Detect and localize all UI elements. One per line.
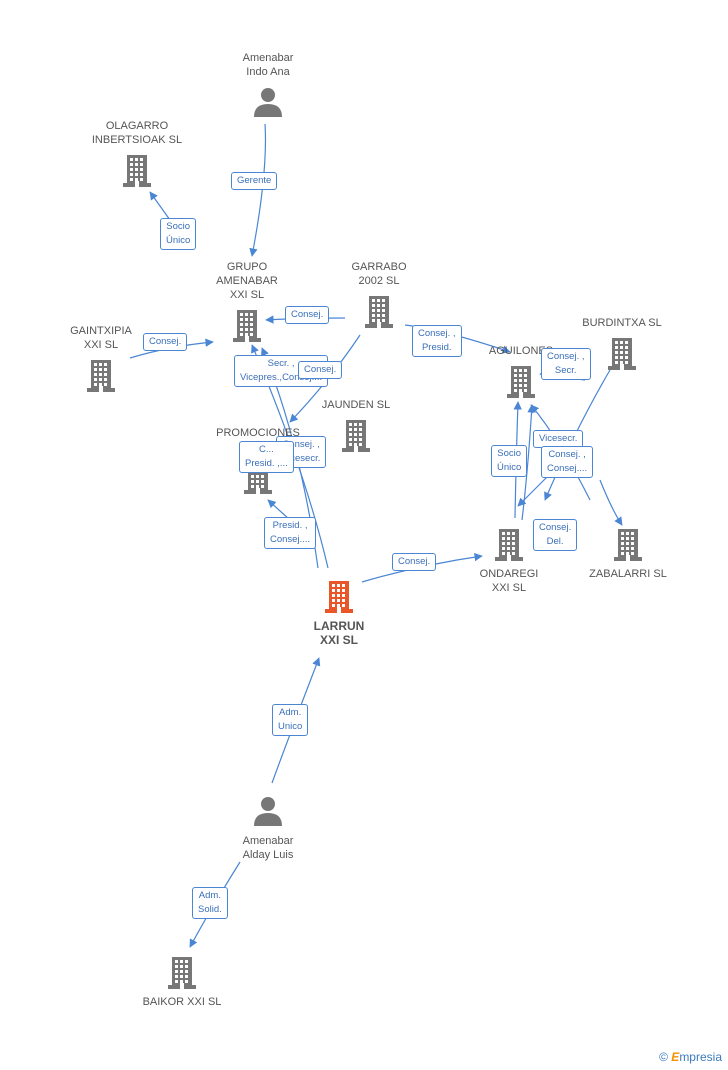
person-icon — [250, 794, 286, 830]
building-icon — [119, 153, 155, 189]
edge-label[interactable]: Presid. , Consej.... — [264, 517, 317, 549]
edge-label[interactable]: Consej. — [143, 333, 188, 351]
brand-watermark: © Empresia — [659, 1050, 722, 1064]
edge-line — [267, 499, 291, 521]
copyright-symbol: © — [659, 1050, 668, 1064]
node-label: LARRUN XXI SL — [313, 619, 365, 647]
brand-name: mpresia — [679, 1050, 722, 1064]
edge-label[interactable]: Gerente — [231, 172, 278, 190]
building-icon — [361, 294, 397, 330]
node-label: Amenabar Indo Ana — [242, 52, 294, 78]
node-label: ZABALARRI SL — [589, 568, 667, 580]
node-label: BAIKOR XXI SL — [142, 996, 222, 1008]
building-icon — [491, 527, 527, 563]
edge-label[interactable]: Socio Único — [491, 445, 528, 477]
building-icon — [503, 364, 539, 400]
building-icon — [321, 579, 357, 615]
node-label: ONDAREGI XXI SL — [479, 568, 539, 594]
node-label: BURDINTXA SL — [582, 317, 662, 329]
building-icon — [164, 955, 200, 991]
brand-letter: E — [671, 1050, 680, 1064]
edge-label[interactable]: Consej. — [298, 361, 343, 379]
edge-label[interactable]: Consej. , Consej.... — [541, 446, 594, 478]
node-label: OLAGARRO INBERTSIOAK SL — [91, 120, 183, 146]
edge-label[interactable]: Adm. Solid. — [192, 887, 228, 919]
edge-label[interactable]: Consej. — [392, 553, 437, 571]
edge-label[interactable]: Consej. , Presid. — [412, 325, 462, 357]
edge-label[interactable]: Adm. Unico — [272, 704, 309, 736]
edge-label[interactable]: C... Presid. ,... — [239, 441, 294, 473]
node-label: Amenabar Alday Luis — [242, 835, 294, 861]
edge-label[interactable]: Consej. Del. — [533, 519, 578, 551]
building-icon — [604, 336, 640, 372]
building-icon — [229, 308, 265, 344]
building-icon — [610, 527, 646, 563]
building-icon — [338, 418, 374, 454]
edge-label[interactable]: Consej. — [285, 306, 330, 324]
edge-line — [149, 191, 171, 221]
edge-line — [599, 479, 623, 526]
node-label: AGUILONES — [488, 345, 554, 357]
edge-label[interactable]: Consej. , Secr. — [541, 348, 591, 380]
edge-line — [249, 123, 267, 257]
node-label: GAINTXIPIA XXI SL — [70, 325, 132, 351]
node-label: GRUPO AMENABAR XXI SL — [216, 261, 278, 301]
edge-line — [521, 404, 536, 521]
edge-label[interactable]: Socio Único — [160, 218, 197, 250]
node-label: JAUNDEN SL — [321, 399, 391, 411]
person-icon — [250, 85, 286, 121]
building-icon — [83, 358, 119, 394]
node-label: GARRABO 2002 SL — [351, 261, 407, 287]
